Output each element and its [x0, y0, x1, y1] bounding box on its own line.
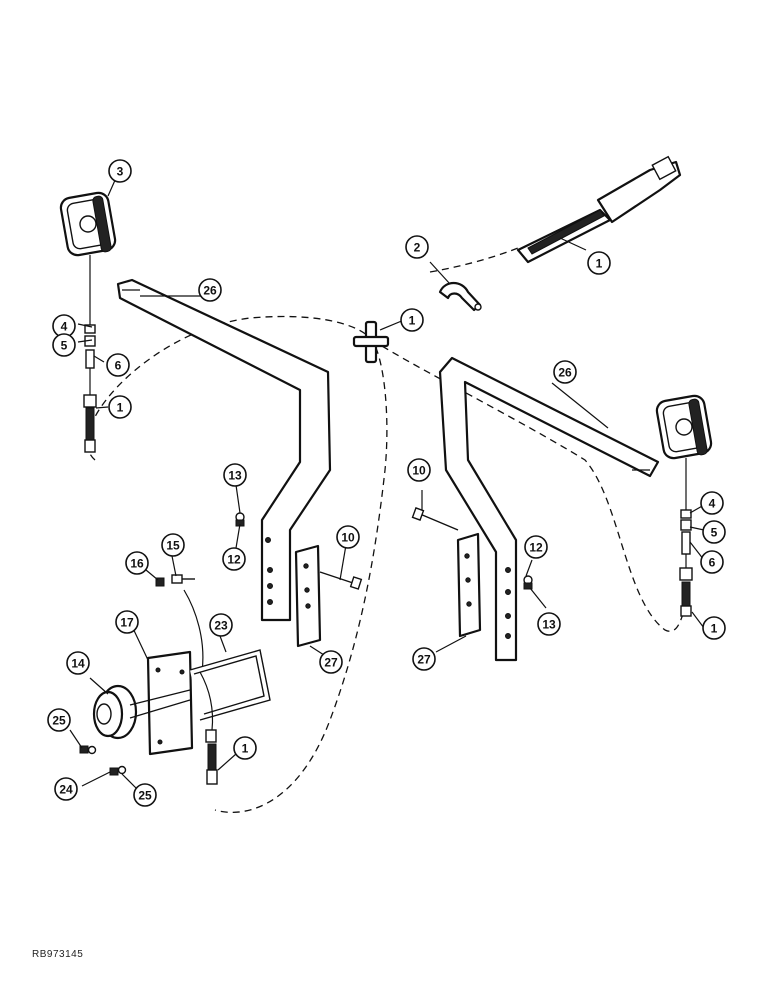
- callout-1-plug: 1: [587, 251, 611, 275]
- callout-17: 17: [115, 610, 139, 634]
- svg-text:27: 27: [417, 653, 431, 667]
- svg-text:1: 1: [409, 314, 416, 328]
- callout-5-left: 5: [52, 333, 76, 357]
- callout-13-left: 13: [223, 463, 247, 487]
- left-lamp-assembly: [59, 191, 117, 453]
- svg-text:13: 13: [228, 469, 242, 483]
- callout-3: 3: [108, 159, 132, 183]
- callout-6-right: 6: [700, 550, 724, 574]
- leader-lines: [69, 177, 705, 791]
- svg-text:4: 4: [709, 497, 716, 511]
- right-lamp-assembly: [655, 394, 713, 617]
- u-bolt: [189, 649, 271, 721]
- callout-23: 23: [209, 613, 233, 637]
- svg-text:25: 25: [52, 714, 66, 728]
- svg-text:4: 4: [61, 320, 68, 334]
- svg-text:3: 3: [117, 165, 124, 179]
- svg-text:13: 13: [542, 618, 556, 632]
- svg-text:26: 26: [203, 284, 217, 298]
- svg-text:2: 2: [414, 241, 421, 255]
- callout-25-lower: 25: [133, 783, 157, 807]
- svg-text:24: 24: [59, 783, 73, 797]
- svg-text:14: 14: [71, 657, 85, 671]
- callout-26-right: 26: [553, 360, 577, 384]
- callout-16: 16: [125, 551, 149, 575]
- svg-text:27: 27: [324, 656, 338, 670]
- svg-text:15: 15: [166, 539, 180, 553]
- callout-14: 14: [66, 651, 90, 675]
- svg-text:1: 1: [711, 622, 718, 636]
- svg-text:12: 12: [529, 541, 543, 555]
- svg-text:26: 26: [558, 366, 572, 380]
- svg-text:6: 6: [709, 556, 716, 570]
- left-spacer-plate: [294, 544, 322, 648]
- callout-10-right: 10: [407, 458, 431, 482]
- svg-text:6: 6: [115, 359, 122, 373]
- callout-2: 2: [405, 235, 429, 259]
- svg-text:5: 5: [711, 526, 718, 540]
- callout-12-left: 12: [222, 547, 246, 571]
- left-bolt: [319, 571, 363, 590]
- cable-clamp: [438, 281, 482, 312]
- svg-text:5: 5: [61, 339, 68, 353]
- lower-harness-connector: [199, 671, 218, 785]
- flasher-unit: [92, 684, 191, 740]
- callout-24: 24: [54, 777, 78, 801]
- right-washer-nut: [523, 575, 533, 590]
- callout-26-left: 26: [198, 278, 222, 302]
- svg-text:1: 1: [117, 401, 124, 415]
- callout-25-upper: 25: [47, 708, 71, 732]
- small-bolt-and-nut: [155, 574, 204, 673]
- hardware-24-25: [79, 745, 127, 776]
- callout-5-right: 5: [702, 520, 726, 544]
- right-bolt: [411, 507, 459, 531]
- callout-27-right: 27: [412, 647, 436, 671]
- figure-reference-code: RB973145: [32, 949, 84, 960]
- mounting-plate: [146, 650, 194, 756]
- svg-text:16: 16: [130, 557, 144, 571]
- svg-text:1: 1: [596, 257, 603, 271]
- harness-plug: [516, 155, 682, 264]
- svg-text:25: 25: [138, 789, 152, 803]
- svg-text:10: 10: [412, 464, 426, 478]
- svg-text:17: 17: [120, 616, 134, 630]
- right-mounting-bracket: [438, 356, 660, 662]
- svg-text:10: 10: [341, 531, 355, 545]
- left-mounting-bracket: [116, 278, 332, 622]
- callout-1-right-lamp: 1: [702, 616, 726, 640]
- callout-15: 15: [161, 533, 185, 557]
- callout-10-left: 10: [336, 525, 360, 549]
- callout-1-lower: 1: [233, 736, 257, 760]
- svg-text:12: 12: [227, 553, 241, 567]
- callout-12-right: 12: [524, 535, 548, 559]
- callout-13-right: 13: [537, 612, 561, 636]
- right-spacer-plate: [456, 532, 482, 638]
- svg-text:1: 1: [242, 742, 249, 756]
- callout-1-junction: 1: [400, 308, 424, 332]
- svg-text:23: 23: [214, 619, 228, 633]
- harness-junction-connector: [352, 320, 390, 364]
- callout-4-right: 4: [700, 491, 724, 515]
- callout-1-left-lamp: 1: [108, 395, 132, 419]
- callout-6-left: 6: [106, 353, 130, 377]
- callout-27-left: 27: [319, 650, 343, 674]
